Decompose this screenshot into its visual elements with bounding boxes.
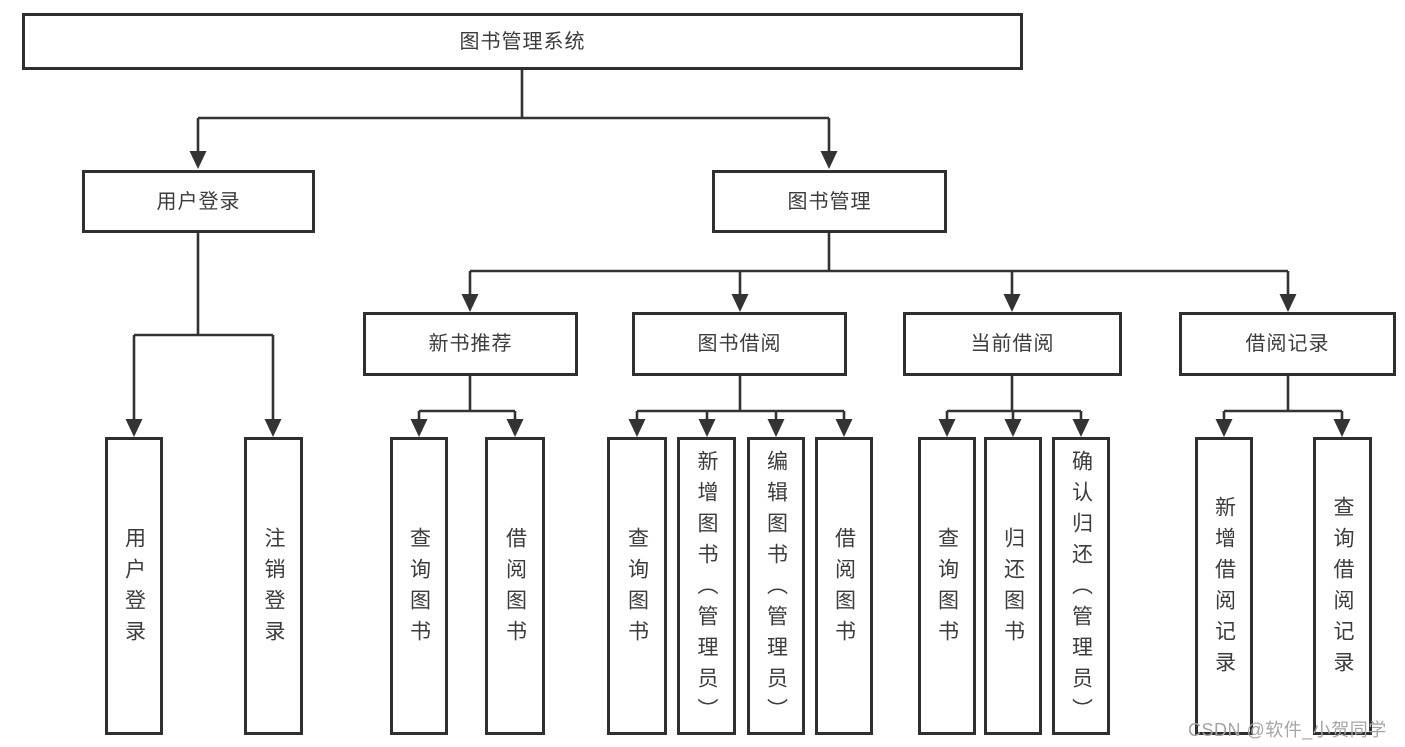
leaf-borrow-borrow-book: 借阅图书 <box>815 437 873 735</box>
node-book-borrow: 图书借阅 <box>632 312 847 376</box>
leaf-current-confirm-return-admin: 确认归还（管理员） <box>1052 437 1110 735</box>
node-current-borrow: 当前借阅 <box>903 312 1122 376</box>
leaf-recommend-borrow-book: 借阅图书 <box>485 437 545 735</box>
node-root: 图书管理系统 <box>22 13 1023 70</box>
leaf-record-query: 查询借阅记录 <box>1313 437 1372 735</box>
leaf-borrow-add-book-admin: 新增图书（管理员） <box>677 437 736 735</box>
leaf-recommend-query-book: 查询图书 <box>390 437 448 735</box>
leaf-user-login: 用户登录 <box>105 437 163 735</box>
node-borrow-record: 借阅记录 <box>1179 312 1396 376</box>
csdn-watermark: CSDN @软件_小贺同学 <box>1188 720 1387 740</box>
leaf-logout: 注销登录 <box>244 437 303 735</box>
leaf-current-query-book: 查询图书 <box>918 437 976 735</box>
node-user-login: 用户登录 <box>82 170 315 233</box>
leaf-current-return-book: 归还图书 <box>984 437 1042 735</box>
leaf-borrow-query-book: 查询图书 <box>607 437 667 735</box>
node-new-book-recommend: 新书推荐 <box>363 312 578 376</box>
node-book-management: 图书管理 <box>712 170 947 233</box>
leaf-borrow-edit-book-admin: 编辑图书（管理员） <box>747 437 805 735</box>
leaf-record-add: 新增借阅记录 <box>1195 437 1253 735</box>
